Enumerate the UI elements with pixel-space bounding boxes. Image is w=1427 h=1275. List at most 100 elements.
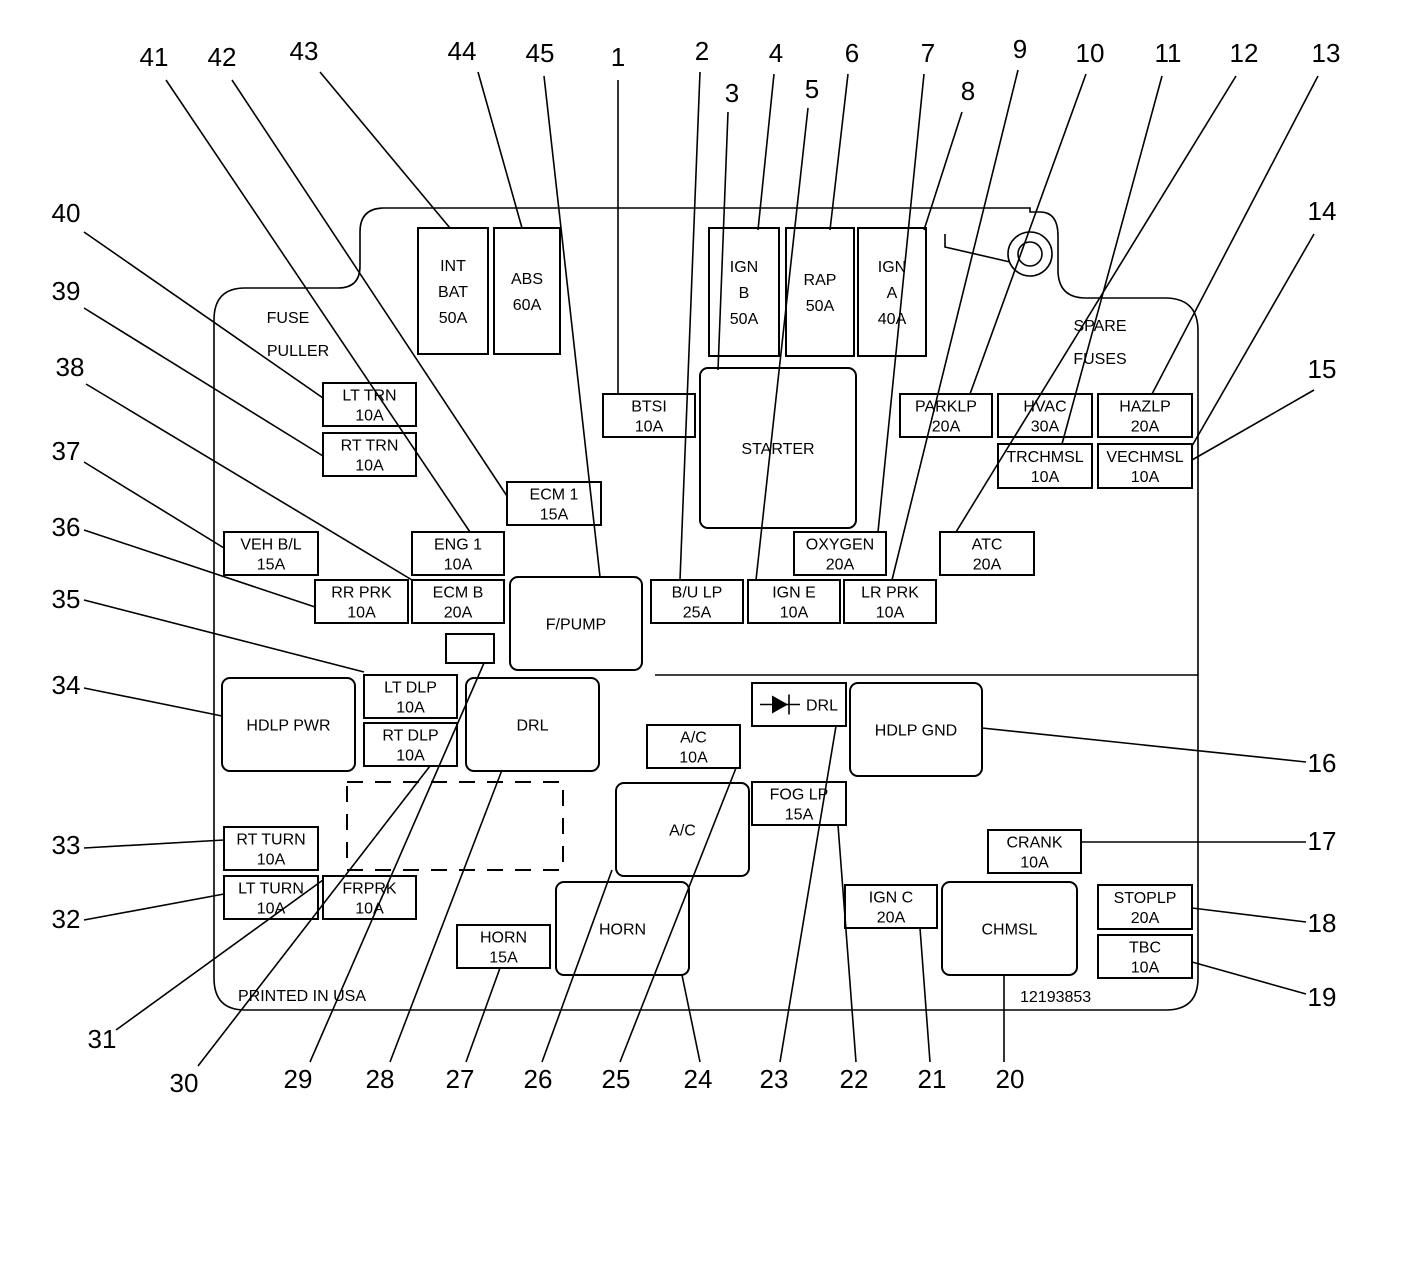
fpump-box bbox=[509, 576, 643, 671]
ecm1-label-2: 15A bbox=[540, 507, 569, 524]
fuse-panel-outline bbox=[213, 207, 1199, 1011]
lt-turn-box bbox=[223, 875, 319, 920]
callout-25: 25 bbox=[602, 1064, 631, 1094]
horn-fuse-label-2: 15A bbox=[489, 950, 518, 967]
hdlp-pwr-box bbox=[221, 677, 356, 772]
ign-a-label-2: A bbox=[887, 285, 898, 302]
trchmsl-label-2: 10A bbox=[1031, 469, 1060, 486]
callout-line-37 bbox=[83, 461, 225, 549]
ecm-b-box bbox=[411, 579, 505, 624]
trchmsl-box bbox=[997, 443, 1093, 489]
part-number: 12193853 bbox=[1020, 989, 1091, 1006]
stoplp-box bbox=[1097, 884, 1193, 930]
callout-line-16 bbox=[981, 727, 1307, 763]
vechmsl-label-1: VECHMSL bbox=[1106, 449, 1183, 466]
hdlp-pwr-label-1: HDLP PWR bbox=[246, 718, 330, 735]
callout-5: 5 bbox=[805, 74, 819, 104]
callout-line-34 bbox=[83, 687, 223, 717]
bu-lp-label-2: 25A bbox=[683, 605, 712, 622]
spare-fuse-holder bbox=[944, 234, 1011, 263]
lt-dlp-box bbox=[363, 674, 458, 719]
callout-29: 29 bbox=[284, 1064, 313, 1094]
ign-e-label-2: 10A bbox=[780, 605, 809, 622]
lt-trn-label-2: 10A bbox=[355, 408, 384, 425]
lt-trn-label-1: LT TRN bbox=[342, 388, 396, 405]
fog-lp-label-1: FOG LP bbox=[770, 787, 829, 804]
veh-bl-box bbox=[223, 531, 319, 576]
lr-prk-label-1: LR PRK bbox=[861, 585, 919, 602]
callout-1: 1 bbox=[611, 42, 625, 72]
parklp-label-1: PARKLP bbox=[915, 399, 977, 416]
fog-lp-label-2: 15A bbox=[785, 807, 814, 824]
spare-fuse-holder-ring bbox=[1007, 231, 1053, 277]
callout-7: 7 bbox=[921, 38, 935, 68]
callout-35: 35 bbox=[52, 584, 81, 614]
rt-trn-label-2: 10A bbox=[355, 458, 384, 475]
callout-line-6 bbox=[829, 73, 849, 231]
chmsl-label-1: CHMSL bbox=[981, 922, 1037, 939]
callout-45: 45 bbox=[526, 38, 555, 68]
horn-fuse-box bbox=[456, 924, 551, 969]
lr-prk-box bbox=[843, 579, 937, 624]
tbc-label-2: 10A bbox=[1131, 960, 1160, 977]
int-bat-label-2: BAT bbox=[438, 284, 468, 301]
callout-line-26 bbox=[541, 869, 613, 1063]
callout-line-31 bbox=[115, 879, 324, 1031]
ign-a-box bbox=[857, 227, 927, 357]
int-bat-box bbox=[417, 227, 489, 355]
starter-box bbox=[699, 367, 857, 529]
btsi-box bbox=[602, 393, 696, 438]
chmsl-box bbox=[941, 881, 1078, 976]
parklp-box bbox=[899, 393, 993, 438]
atc-label-2: 20A bbox=[973, 557, 1002, 574]
callout-line-25 bbox=[619, 767, 737, 1063]
rt-dlp-label-2: 10A bbox=[396, 748, 425, 765]
ign-b-box bbox=[708, 227, 780, 357]
callout-lines-layer bbox=[83, 69, 1319, 1067]
callout-12: 12 bbox=[1230, 38, 1259, 68]
bu-lp-box bbox=[650, 579, 744, 624]
crank-box bbox=[987, 829, 1082, 874]
callout-line-15 bbox=[1191, 389, 1315, 461]
rt-turn-label-1: RT TURN bbox=[236, 832, 305, 849]
drl-relay-label-1: DRL bbox=[516, 718, 548, 735]
callout-14: 14 bbox=[1308, 196, 1337, 226]
horn-relay-box bbox=[555, 881, 690, 976]
spare-fuses-label-1: SPARE bbox=[1073, 318, 1126, 335]
callout-38: 38 bbox=[56, 352, 85, 382]
callout-26: 26 bbox=[524, 1064, 553, 1094]
atc-box bbox=[939, 531, 1035, 576]
callout-11: 11 bbox=[1155, 38, 1182, 68]
stoplp-label-2: 20A bbox=[1131, 910, 1160, 927]
lt-turn-label-1: LT TURN bbox=[238, 881, 304, 898]
hdlp-pwr-component: HDLP PWR bbox=[221, 677, 356, 772]
callout-line-8 bbox=[923, 111, 963, 231]
callout-6: 6 bbox=[845, 38, 859, 68]
vechmsl-label-2: 10A bbox=[1131, 469, 1160, 486]
callout-line-23 bbox=[779, 725, 837, 1063]
fuse-puller-label-1: FUSE bbox=[267, 310, 310, 327]
eng1-label-1: ENG 1 bbox=[434, 537, 482, 554]
callout-16: 16 bbox=[1308, 748, 1337, 778]
callout-37: 37 bbox=[52, 436, 81, 466]
callout-28: 28 bbox=[366, 1064, 395, 1094]
diode-icon bbox=[772, 695, 788, 714]
starter-label-1: STARTER bbox=[741, 441, 814, 458]
hvac-label-1: HVAC bbox=[1023, 399, 1066, 416]
callout-42: 42 bbox=[208, 42, 237, 72]
